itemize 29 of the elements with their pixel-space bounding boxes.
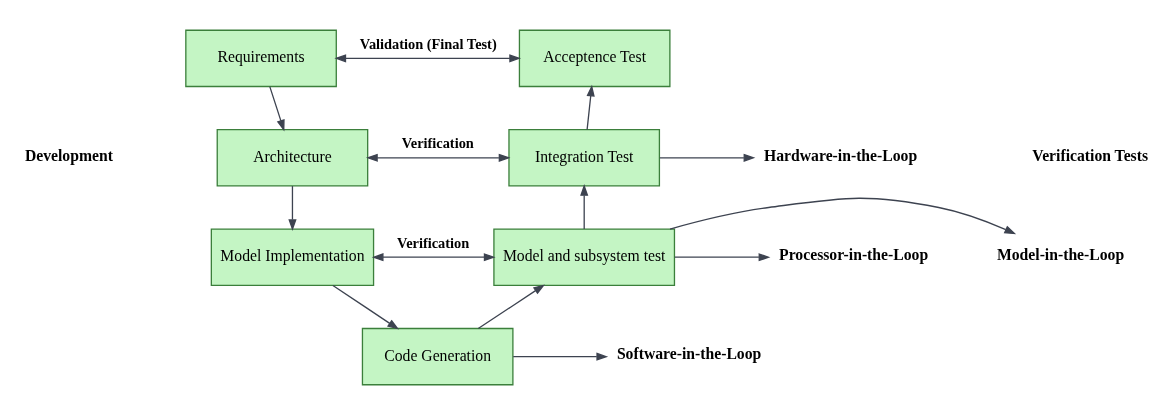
arrow <box>512 352 609 361</box>
node-box: Code Generation <box>361 327 514 386</box>
node-text: Software-in-the-Loop <box>616 345 762 363</box>
node-box: Model Implementation <box>210 228 375 286</box>
node-text: Processor-in-the-Loop <box>779 245 929 263</box>
arrow <box>332 284 400 330</box>
node-text: Hardware-in-the-Loop <box>764 146 918 164</box>
label: Development <box>24 146 113 164</box>
node-box: Acceptence Test <box>518 29 671 88</box>
node-box: Requirements <box>185 29 337 88</box>
arrow <box>366 153 511 162</box>
arrow <box>288 185 297 232</box>
arrow <box>669 197 1017 235</box>
arrow <box>586 84 595 131</box>
arrow <box>269 85 285 132</box>
arrow <box>477 284 546 330</box>
label: Verification Tests <box>1032 146 1149 164</box>
node-box: Integration Test <box>508 129 661 187</box>
edge-label: Validation (Final Test) <box>359 35 497 52</box>
arrow <box>674 253 771 262</box>
node-text: Model-in-the-Loop <box>996 245 1125 263</box>
arrow <box>659 153 756 162</box>
edge-label: Verification <box>401 135 474 152</box>
node-box: Model and subsystem test <box>493 228 676 286</box>
arrow <box>580 184 589 230</box>
arrow <box>371 253 496 262</box>
arrow <box>334 54 522 63</box>
node-box: Architecture <box>216 129 369 187</box>
edge-label: Verification <box>397 234 470 251</box>
